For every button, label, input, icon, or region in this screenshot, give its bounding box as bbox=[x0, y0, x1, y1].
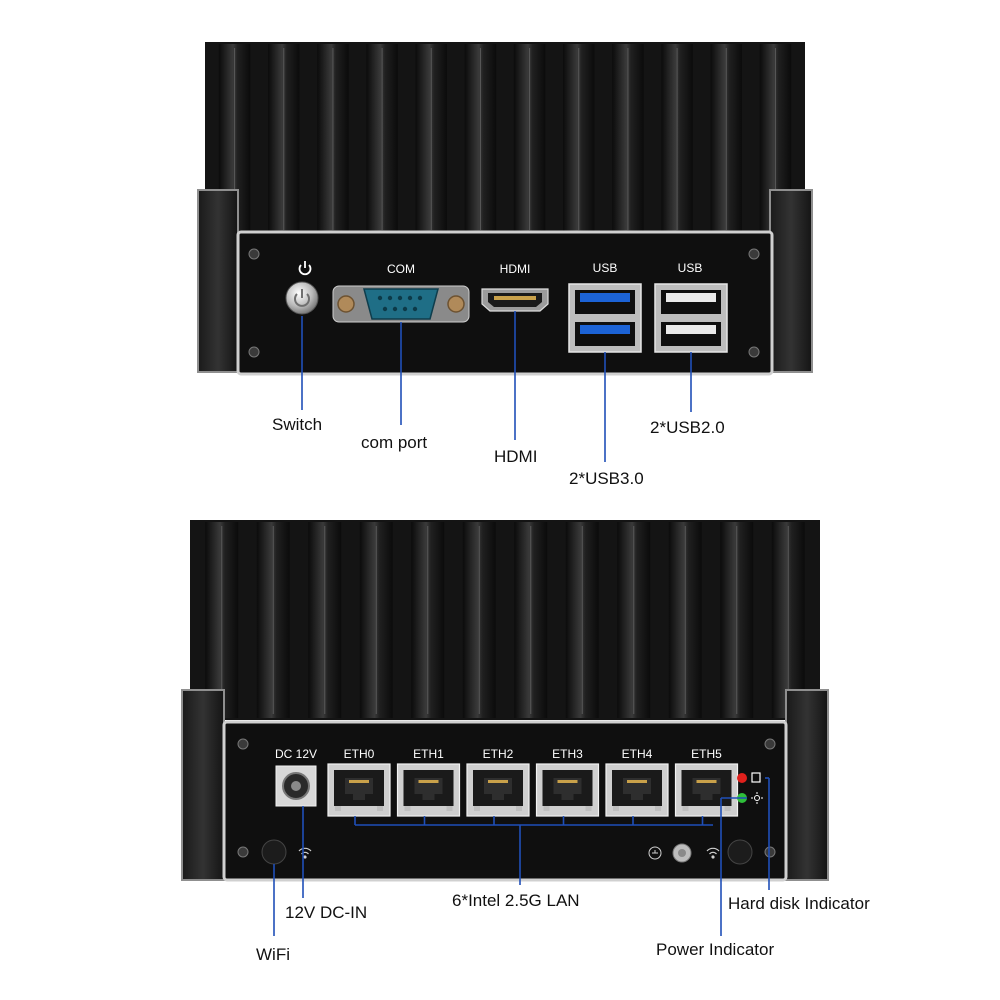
usb2-port-label: USB bbox=[678, 261, 703, 275]
hdmi-port[interactable] bbox=[481, 288, 549, 312]
screw bbox=[764, 846, 776, 858]
top-right-bracket bbox=[769, 189, 813, 373]
hdmi-port-label: HDMI bbox=[500, 262, 531, 276]
wifi-icon bbox=[706, 847, 720, 859]
wifi-callout: WiFi bbox=[256, 945, 290, 964]
power-icon bbox=[294, 289, 310, 307]
com-port-callout: com port bbox=[361, 433, 428, 452]
com-port[interactable] bbox=[332, 285, 470, 323]
com-port-label: COM bbox=[387, 262, 415, 276]
wifi-antenna-left bbox=[261, 839, 287, 865]
screw bbox=[248, 248, 260, 260]
eth-label: ETH2 bbox=[483, 747, 514, 761]
ethernet-port[interactable] bbox=[535, 763, 600, 817]
eth-label: ETH4 bbox=[622, 747, 653, 761]
screw bbox=[748, 346, 760, 358]
eth-label: ETH1 bbox=[413, 747, 444, 761]
eth-ports bbox=[327, 763, 739, 817]
usb3-port-label: USB bbox=[593, 261, 618, 275]
lan-callout: 6*Intel 2.5G LAN bbox=[452, 891, 580, 910]
wifi-antenna-right bbox=[727, 839, 753, 865]
eth-label: ETH5 bbox=[691, 747, 722, 761]
ethernet-port[interactable] bbox=[674, 763, 739, 817]
bottom-device: DC 12V ETH0 ETH1 ETH2 ETH3 ETH4 ETH5 bbox=[181, 520, 829, 936]
bottom-right-bracket bbox=[785, 689, 829, 881]
hdd-icon bbox=[751, 772, 761, 783]
top-callout-lines bbox=[301, 311, 692, 462]
top-left-bracket bbox=[197, 189, 239, 373]
ethernet-port[interactable] bbox=[605, 763, 669, 817]
led-icon bbox=[751, 792, 763, 804]
screw bbox=[748, 248, 760, 260]
power-icon bbox=[298, 261, 312, 276]
ethernet-port[interactable] bbox=[327, 763, 391, 817]
usb30-callout: 2*USB3.0 bbox=[569, 469, 644, 488]
top-heatsink bbox=[205, 42, 805, 242]
hdmi-callout: HDMI bbox=[494, 447, 538, 466]
screw bbox=[248, 346, 260, 358]
usb20-callout: 2*USB2.0 bbox=[650, 418, 725, 437]
top-device: COM HDMI USB bbox=[197, 42, 813, 462]
ground-screw bbox=[672, 843, 692, 863]
eth-label: ETH0 bbox=[344, 747, 375, 761]
switch-callout: Switch bbox=[272, 415, 323, 434]
lan-callout-ticks bbox=[354, 816, 704, 825]
eth-labels: ETH0 ETH1 ETH2 ETH3 ETH4 ETH5 bbox=[344, 747, 723, 761]
power-switch-button[interactable] bbox=[285, 281, 319, 315]
dc-in-callout: 12V DC-IN bbox=[285, 903, 368, 922]
dc-jack-label: DC 12V bbox=[275, 747, 317, 761]
bottom-left-bracket bbox=[181, 689, 225, 881]
screw bbox=[237, 738, 249, 750]
eth-label: ETH3 bbox=[552, 747, 583, 761]
top-heatsink-fins bbox=[218, 44, 792, 234]
wifi-icon bbox=[298, 847, 312, 859]
usb2-ports[interactable] bbox=[654, 283, 728, 353]
bottom-heatsink-fins bbox=[205, 522, 805, 718]
bottom-callout-lines bbox=[273, 777, 770, 936]
ground-icon bbox=[648, 846, 662, 860]
hdd-indicator-led bbox=[737, 773, 747, 783]
ethernet-port[interactable] bbox=[396, 763, 461, 817]
ethernet-port[interactable] bbox=[466, 763, 530, 817]
screw bbox=[764, 738, 776, 750]
usb3-ports[interactable] bbox=[568, 283, 642, 353]
hdd-indicator-callout: Hard disk Indicator bbox=[728, 894, 870, 913]
bottom-heatsink bbox=[190, 520, 820, 720]
screw bbox=[237, 846, 249, 858]
power-indicator-callout: Power Indicator bbox=[656, 940, 775, 959]
dc-power-jack[interactable] bbox=[275, 765, 317, 807]
